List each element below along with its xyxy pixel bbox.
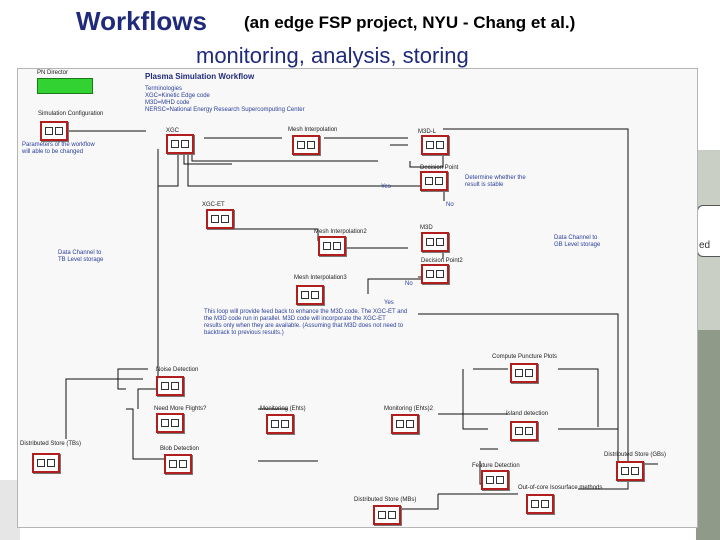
node-distributed-store-tbs[interactable] [32, 453, 60, 473]
determine-note: Determine whether the result is stable [465, 175, 526, 188]
node-xgc[interactable] [166, 134, 194, 154]
param-note: Parameters of the workflow will able to … [22, 142, 95, 155]
edge-label-no-1: No [446, 202, 454, 208]
node-distributed-store-gbs[interactable] [616, 461, 644, 481]
node-simulation-configuration[interactable] [40, 121, 68, 141]
node-label-xgc-et: XGC-ET [202, 202, 225, 208]
node-label-m3d: M3D [420, 225, 433, 231]
node-label-distributed-store-tbs: Distributed Store (TBs) [20, 441, 82, 447]
node-label-noise-detection: Noise Detection [156, 367, 199, 373]
director-label: PN Director [37, 70, 69, 76]
node-xgc-et[interactable] [206, 209, 234, 229]
slide-subtitle: (an edge FSP project, NYU - Chang et al.… [244, 13, 576, 32]
node-label-monitoring2: Monitoring (Ehts)2 [384, 406, 434, 412]
terminology-block: Terminologies XGC=Kinetic Edge code M3D=… [145, 86, 305, 113]
node-label-mesh-interpolation2: Mesh Interpolation2 [314, 229, 367, 235]
workflow-title: Plasma Simulation Workflow [145, 72, 255, 81]
slide-title-line2: monitoring, analysis, storing [196, 43, 469, 68]
node-feature-detection[interactable] [481, 470, 509, 490]
node-label-island-detection: Island detection [506, 411, 549, 417]
slide-title: Workflows [76, 6, 207, 36]
node-label-xgc: XGC [166, 128, 180, 134]
background-photo-strip-lower [696, 330, 720, 540]
node-noise-detection[interactable] [156, 376, 184, 396]
node-label-blob-detection: Blob Detection [160, 446, 200, 452]
node-label-mesh-interpolation3: Mesh Interpolation3 [294, 275, 347, 281]
node-distributed-store-mbs[interactable] [373, 505, 401, 525]
loop-note: This loop will provide feed back to enha… [204, 309, 408, 336]
node-m3d-l[interactable] [421, 135, 449, 155]
node-label-simulation-configuration: Simulation Configuration [38, 111, 104, 117]
node-mesh-interpolation3[interactable] [296, 285, 324, 305]
node-decision-point2[interactable] [421, 264, 449, 284]
node-label-distributed-store-gbs: Distributed Store (GBs) [604, 452, 667, 458]
node-label-need-more-flights: Need More Flights? [154, 406, 207, 412]
node-label-distributed-store-mbs: Distributed Store (MBs) [354, 497, 417, 503]
workflow-canvas: PN Director Plasma Simulation Workflow T… [17, 68, 698, 528]
node-blob-detection[interactable] [164, 454, 192, 474]
node-compute-puncture-plots[interactable] [510, 363, 538, 383]
node-need-more-flights[interactable] [156, 413, 184, 433]
node-label-feature-detection: Feature Detection [472, 463, 520, 469]
workflow-connections [65, 128, 658, 510]
data-channel-tb-note: Data Channel to TB Level storage [58, 250, 104, 263]
node-decision-point[interactable] [420, 171, 448, 191]
pn-director-block[interactable] [37, 78, 93, 94]
edge-label-no-2: No [405, 281, 413, 287]
background-left-strip [0, 480, 20, 540]
data-channel-gb-note: Data Channel to GB Level storage [554, 235, 601, 248]
node-label-monitoring: Monitoring (Ehts) [260, 406, 306, 412]
node-monitoring2[interactable] [391, 414, 419, 434]
node-label-m3d-l: M3D-L [418, 129, 437, 135]
node-label-out-of-core-isosurface: Out-of-core Isosurface methods [518, 485, 603, 491]
edge-label-yes-1: Yes [381, 184, 391, 190]
node-island-detection[interactable] [510, 421, 538, 441]
node-mesh-interpolation[interactable] [292, 135, 320, 155]
node-mesh-interpolation2[interactable] [318, 236, 346, 256]
cylinder-fragment-text: ed [699, 240, 711, 251]
node-monitoring[interactable] [266, 414, 294, 434]
node-label-decision-point2: Decision Point2 [421, 258, 463, 264]
node-label-decision-point: Decision Point [420, 165, 459, 171]
node-label-mesh-interpolation: Mesh Interpolation [288, 127, 338, 133]
edge-label-yes-2: Yes [384, 300, 394, 306]
node-m3d[interactable] [421, 232, 449, 252]
node-out-of-core-isosurface[interactable] [526, 494, 554, 514]
node-label-compute-puncture-plots: Compute Puncture Plots [492, 354, 558, 360]
